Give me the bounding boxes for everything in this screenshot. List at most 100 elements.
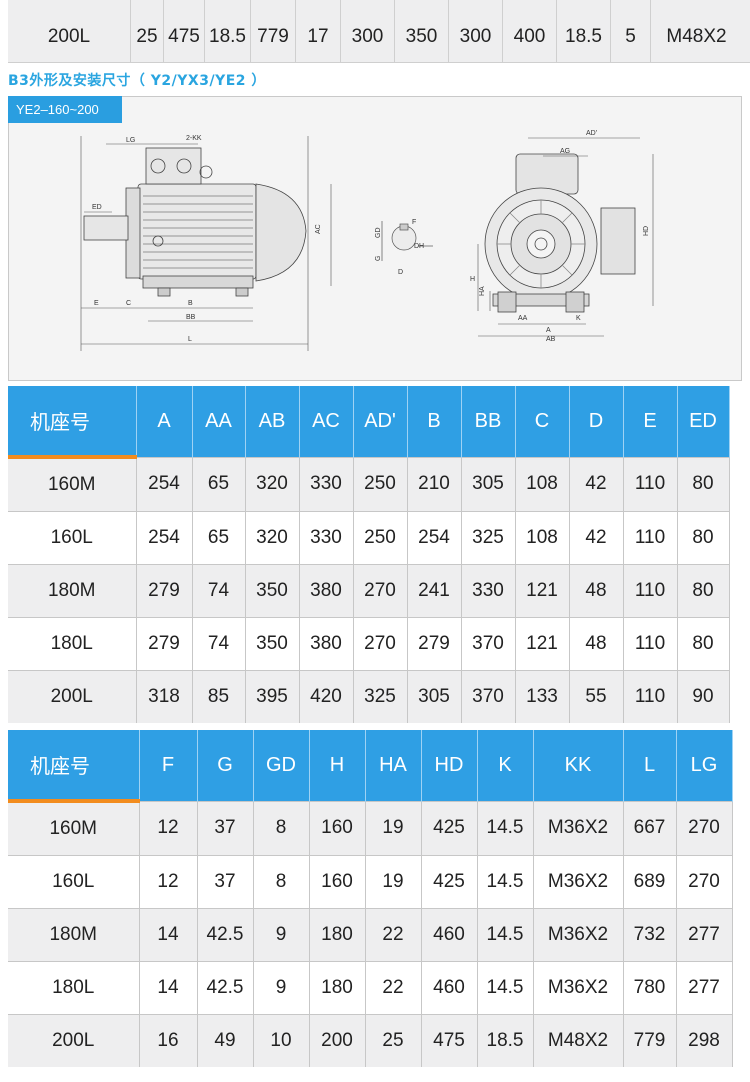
table-cell: 90	[677, 670, 730, 723]
table-cell: 80	[677, 456, 730, 512]
column-header: HD	[421, 730, 478, 801]
table-cell: 160L	[8, 855, 140, 909]
table-cell: 42.5	[197, 961, 254, 1015]
table-cell: 133	[515, 670, 570, 723]
column-header: 机座号	[8, 386, 137, 459]
table-cell: 160L	[8, 511, 137, 565]
dim-label: G	[375, 256, 382, 261]
table-cell: 37	[197, 800, 254, 856]
table-cell: 14	[139, 961, 198, 1015]
table-cell: 279	[407, 617, 462, 671]
table-cell: 305	[461, 456, 516, 512]
table-cell: 318	[136, 670, 193, 723]
table-cell: 425	[421, 800, 478, 856]
table-cell: M36X2	[533, 855, 624, 909]
table-cell: 250	[353, 456, 408, 512]
table-cell: 110	[623, 617, 678, 671]
column-header: B	[407, 386, 462, 457]
table-cell: 108	[515, 456, 570, 512]
table-cell: 250	[353, 511, 408, 565]
table-cell: 18.5	[204, 0, 250, 62]
table-cell: 241	[407, 564, 462, 618]
column-header: 机座号	[8, 730, 140, 803]
dim-label: 2-KK	[186, 135, 202, 142]
table-cell: 22	[365, 908, 422, 962]
drawing-model-tag: YE2–160~200	[8, 96, 122, 123]
column-header: L	[623, 730, 677, 801]
table-cell: 121	[515, 617, 570, 671]
table-cell: 74	[192, 564, 246, 618]
column-header: G	[197, 730, 254, 801]
dim-label: AG	[560, 148, 570, 155]
table-cell: 42	[569, 511, 624, 565]
table-cell: 180L	[8, 617, 137, 671]
table-cell: 14.5	[477, 800, 534, 856]
table-cell: 270	[353, 617, 408, 671]
table-cell: 80	[677, 617, 730, 671]
column-header: KK	[533, 730, 624, 801]
table-cell: 48	[569, 617, 624, 671]
table-cell: 279	[136, 564, 193, 618]
dim-label: GD	[375, 228, 382, 239]
table-cell: 14.5	[477, 961, 534, 1015]
table-header-row: 机座号 F G GD H HA HD K KK L LG	[8, 730, 733, 803]
column-header: AD'	[353, 386, 408, 457]
table-cell: 48	[569, 564, 624, 618]
table-cell: 18.5	[477, 1014, 534, 1067]
table-cell: 300	[448, 0, 502, 62]
table-cell: 110	[623, 564, 678, 618]
column-header: AA	[192, 386, 246, 457]
table-cell: 460	[421, 961, 478, 1015]
table-cell: 305	[407, 670, 462, 723]
table-cell: M36X2	[533, 800, 624, 856]
table-cell: 9	[253, 961, 310, 1015]
table-cell: 475	[421, 1014, 478, 1067]
table-cell: 320	[245, 456, 300, 512]
column-header: A	[136, 386, 193, 457]
column-header: H	[309, 730, 366, 801]
table-cell: 180	[309, 961, 366, 1015]
table-cell: 210	[407, 456, 462, 512]
dim-label: B	[188, 300, 193, 307]
table-cell: 5	[610, 0, 650, 62]
table-cell: 460	[421, 908, 478, 962]
column-header: ED	[677, 386, 730, 457]
table-cell: 180	[309, 908, 366, 962]
table-cell: M36X2	[533, 908, 624, 962]
table-cell: 200L	[8, 670, 137, 723]
column-header: AC	[299, 386, 354, 457]
table-cell: 350	[245, 564, 300, 618]
dim-label: AB	[546, 336, 556, 343]
dim-label: BB	[186, 314, 196, 321]
table-cell: 80	[677, 511, 730, 565]
table-cell: 380	[299, 564, 354, 618]
table-cell: 160	[309, 800, 366, 856]
table-cell: 350	[245, 617, 300, 671]
motor-dimension-drawing: LG 2-KK ED AC E C B BB L GD F DH G D AD'…	[80, 130, 654, 351]
dim-label: C	[126, 300, 131, 307]
table-cell: 19	[365, 800, 422, 856]
table-cell: 18.5	[556, 0, 610, 62]
table-cell: 55	[569, 670, 624, 723]
dim-label: L	[188, 336, 192, 343]
dim-label: K	[576, 315, 581, 322]
dim-label: A	[546, 327, 551, 334]
dim-label: D	[398, 269, 403, 276]
table-cell: 14.5	[477, 855, 534, 909]
table-cell: 10	[253, 1014, 310, 1067]
table-cell: 8	[253, 855, 310, 909]
column-header: BB	[461, 386, 516, 457]
dim-label: DH	[414, 243, 424, 250]
table-cell: 25	[365, 1014, 422, 1067]
table-cell: 160M	[8, 456, 137, 512]
table-cell: 14.5	[477, 908, 534, 962]
dim-label: F	[412, 219, 416, 226]
table-cell: 85	[192, 670, 246, 723]
table-cell: 370	[461, 617, 516, 671]
table-cell: 298	[676, 1014, 733, 1067]
table-cell: 74	[192, 617, 246, 671]
